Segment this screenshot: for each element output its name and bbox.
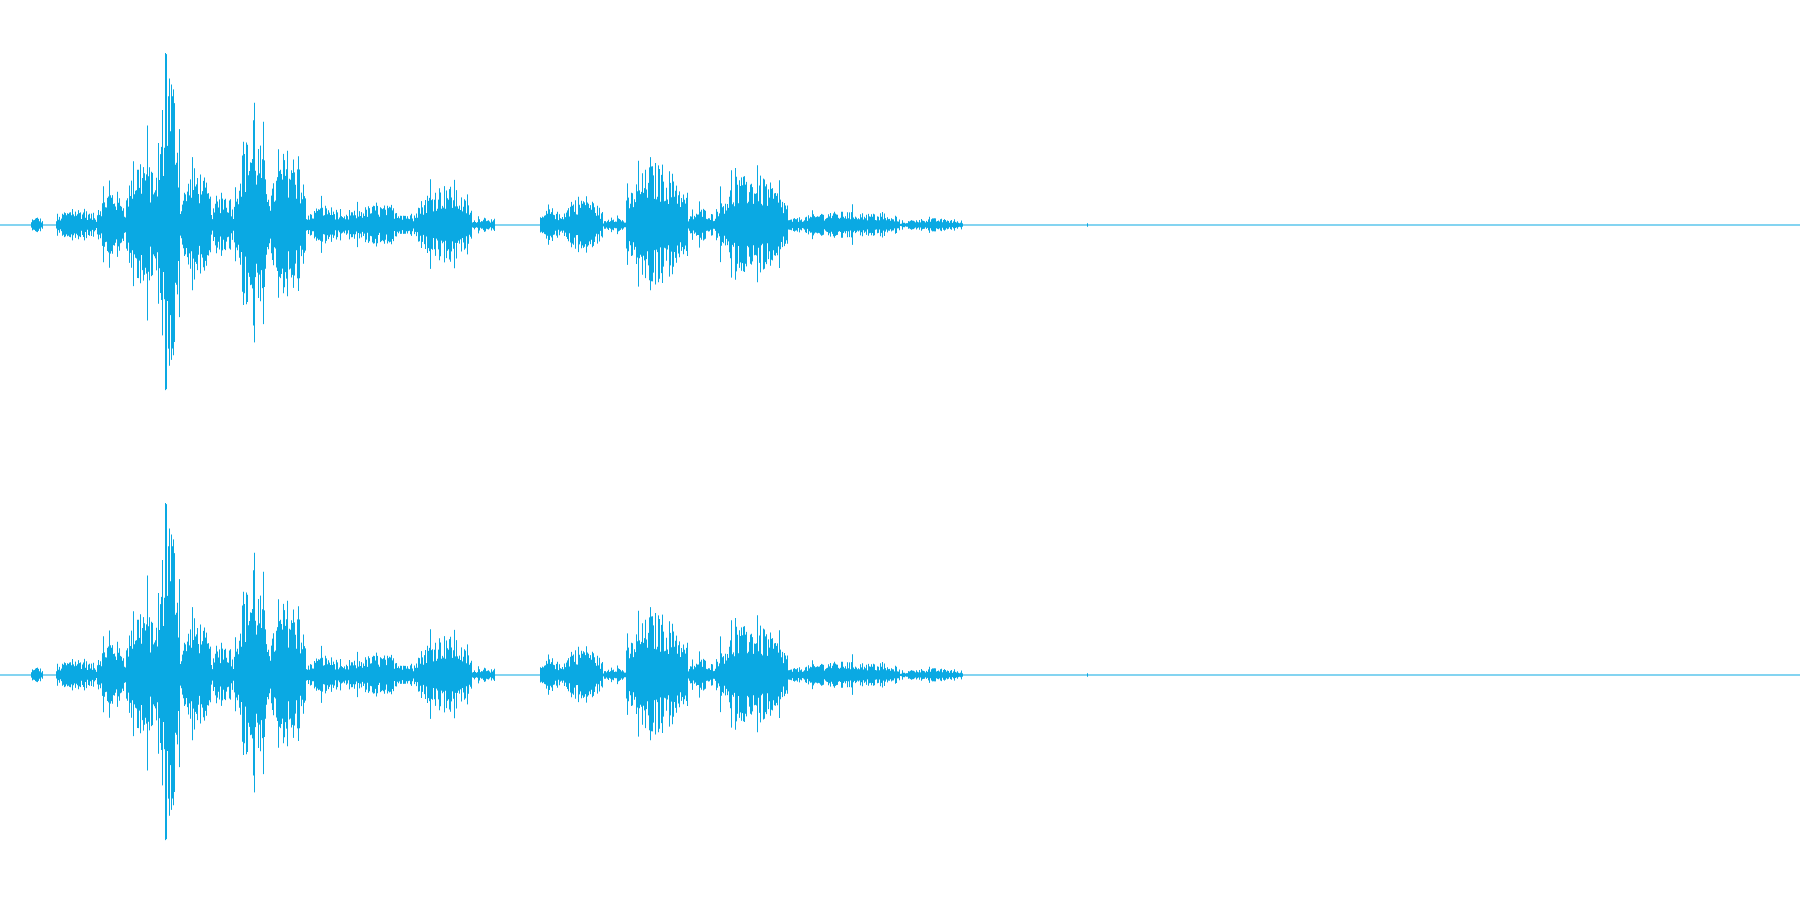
channel-1-waveform — [31, 53, 1088, 391]
channel-2-waveform — [31, 503, 1088, 841]
audio-channel-2 — [0, 503, 1800, 841]
audio-channel-1 — [0, 53, 1800, 391]
